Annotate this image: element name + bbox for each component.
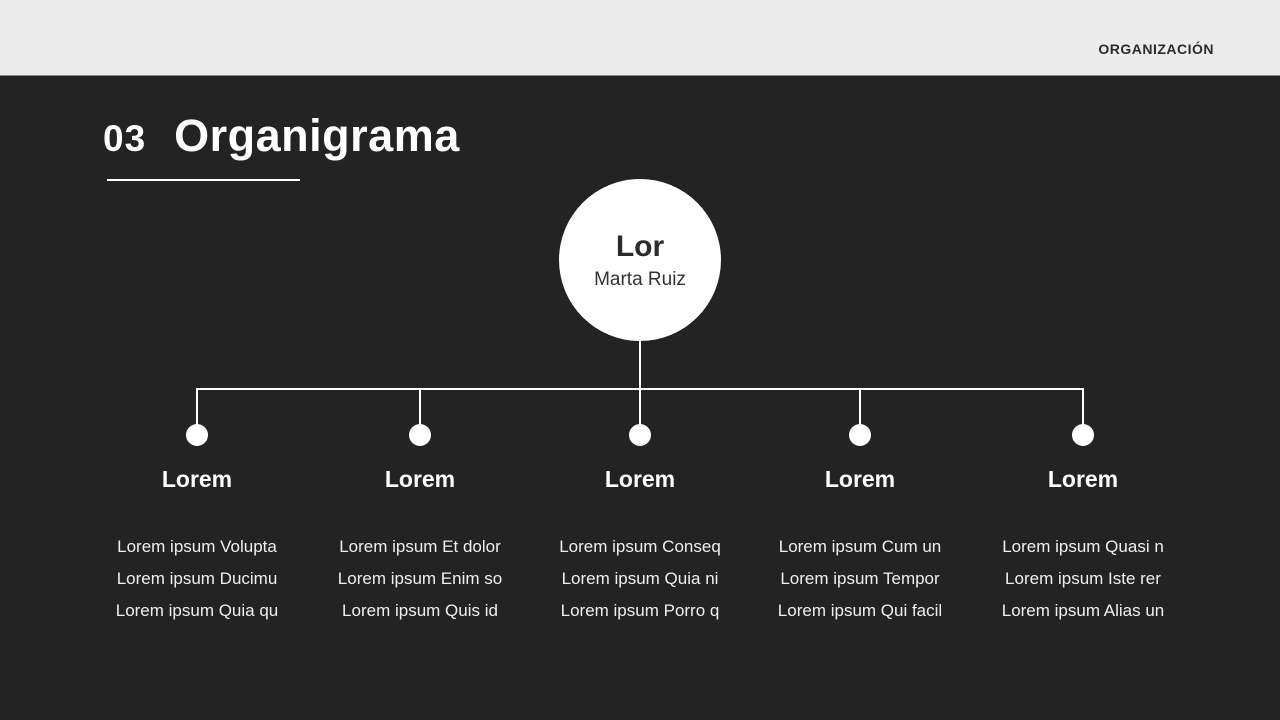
drop-line-5 bbox=[1082, 389, 1084, 426]
org-column-item: Lorem ipsum Porro q bbox=[560, 601, 720, 620]
org-column-item: Lorem ipsum Quia ni bbox=[561, 569, 719, 588]
org-column-title: Lorem bbox=[1047, 466, 1119, 492]
drop-line-4 bbox=[859, 389, 861, 426]
org-column-item: Lorem ipsum Ducimu bbox=[116, 569, 278, 588]
org-column-item: Lorem ipsum Cum un bbox=[778, 537, 942, 556]
org-column-title: Lorem bbox=[384, 466, 456, 492]
org-column-4: Lorem Lorem ipsum Cum un Lorem ipsum Tem… bbox=[748, 466, 972, 627]
org-column-title: Lorem bbox=[824, 466, 896, 492]
node-dot-3 bbox=[629, 424, 651, 446]
org-column-item: Lorem ipsum Quis id bbox=[342, 601, 498, 620]
org-column-item: Lorem ipsum Et dolor bbox=[339, 537, 501, 556]
header-label: ORGANIZACIÓN bbox=[1098, 40, 1214, 57]
org-root-node: Lor Marta Ruiz bbox=[559, 179, 721, 341]
org-column-item: Lorem ipsum Quasi n bbox=[1002, 537, 1164, 556]
root-stem-line bbox=[639, 341, 641, 389]
header-bar: ORGANIZACIÓN bbox=[0, 0, 1280, 76]
node-dot-5 bbox=[1072, 424, 1094, 446]
drop-line-3 bbox=[639, 389, 641, 426]
org-root-title: Lor bbox=[615, 229, 665, 263]
org-column-item: Lorem ipsum Conseq bbox=[559, 537, 721, 556]
org-column-title: Lorem bbox=[604, 466, 676, 492]
title-text: Organigrama bbox=[174, 110, 460, 161]
org-column-1: Lorem Lorem ipsum Volupta Lorem ipsum Du… bbox=[85, 466, 309, 627]
org-column-5: Lorem Lorem ipsum Quasi n Lorem ipsum Is… bbox=[971, 466, 1195, 627]
org-column-item: Lorem ipsum Volupta bbox=[117, 537, 277, 556]
title-underline bbox=[107, 179, 300, 181]
org-column-2: Lorem Lorem ipsum Et dolor Lorem ipsum E… bbox=[308, 466, 532, 627]
org-column-item: Lorem ipsum Quia qu bbox=[115, 601, 279, 620]
drop-line-1 bbox=[196, 389, 198, 426]
org-root-subtitle: Marta Ruiz bbox=[594, 268, 686, 290]
org-column-3: Lorem Lorem ipsum Conseq Lorem ipsum Qui… bbox=[528, 466, 752, 627]
org-column-item: Lorem ipsum Iste rer bbox=[1005, 569, 1161, 588]
org-column-item: Lorem ipsum Tempor bbox=[780, 569, 940, 588]
title-number: 03 bbox=[103, 118, 147, 159]
org-column-item: Lorem ipsum Alias un bbox=[1001, 601, 1165, 620]
org-column-item: Lorem ipsum Enim so bbox=[337, 569, 503, 588]
page-title: 03 Organigrama bbox=[103, 110, 460, 162]
drop-line-2 bbox=[419, 389, 421, 426]
org-column-item: Lorem ipsum Qui facil bbox=[777, 601, 943, 620]
node-dot-1 bbox=[186, 424, 208, 446]
node-dot-2 bbox=[409, 424, 431, 446]
node-dot-4 bbox=[849, 424, 871, 446]
org-column-title: Lorem bbox=[161, 466, 233, 492]
